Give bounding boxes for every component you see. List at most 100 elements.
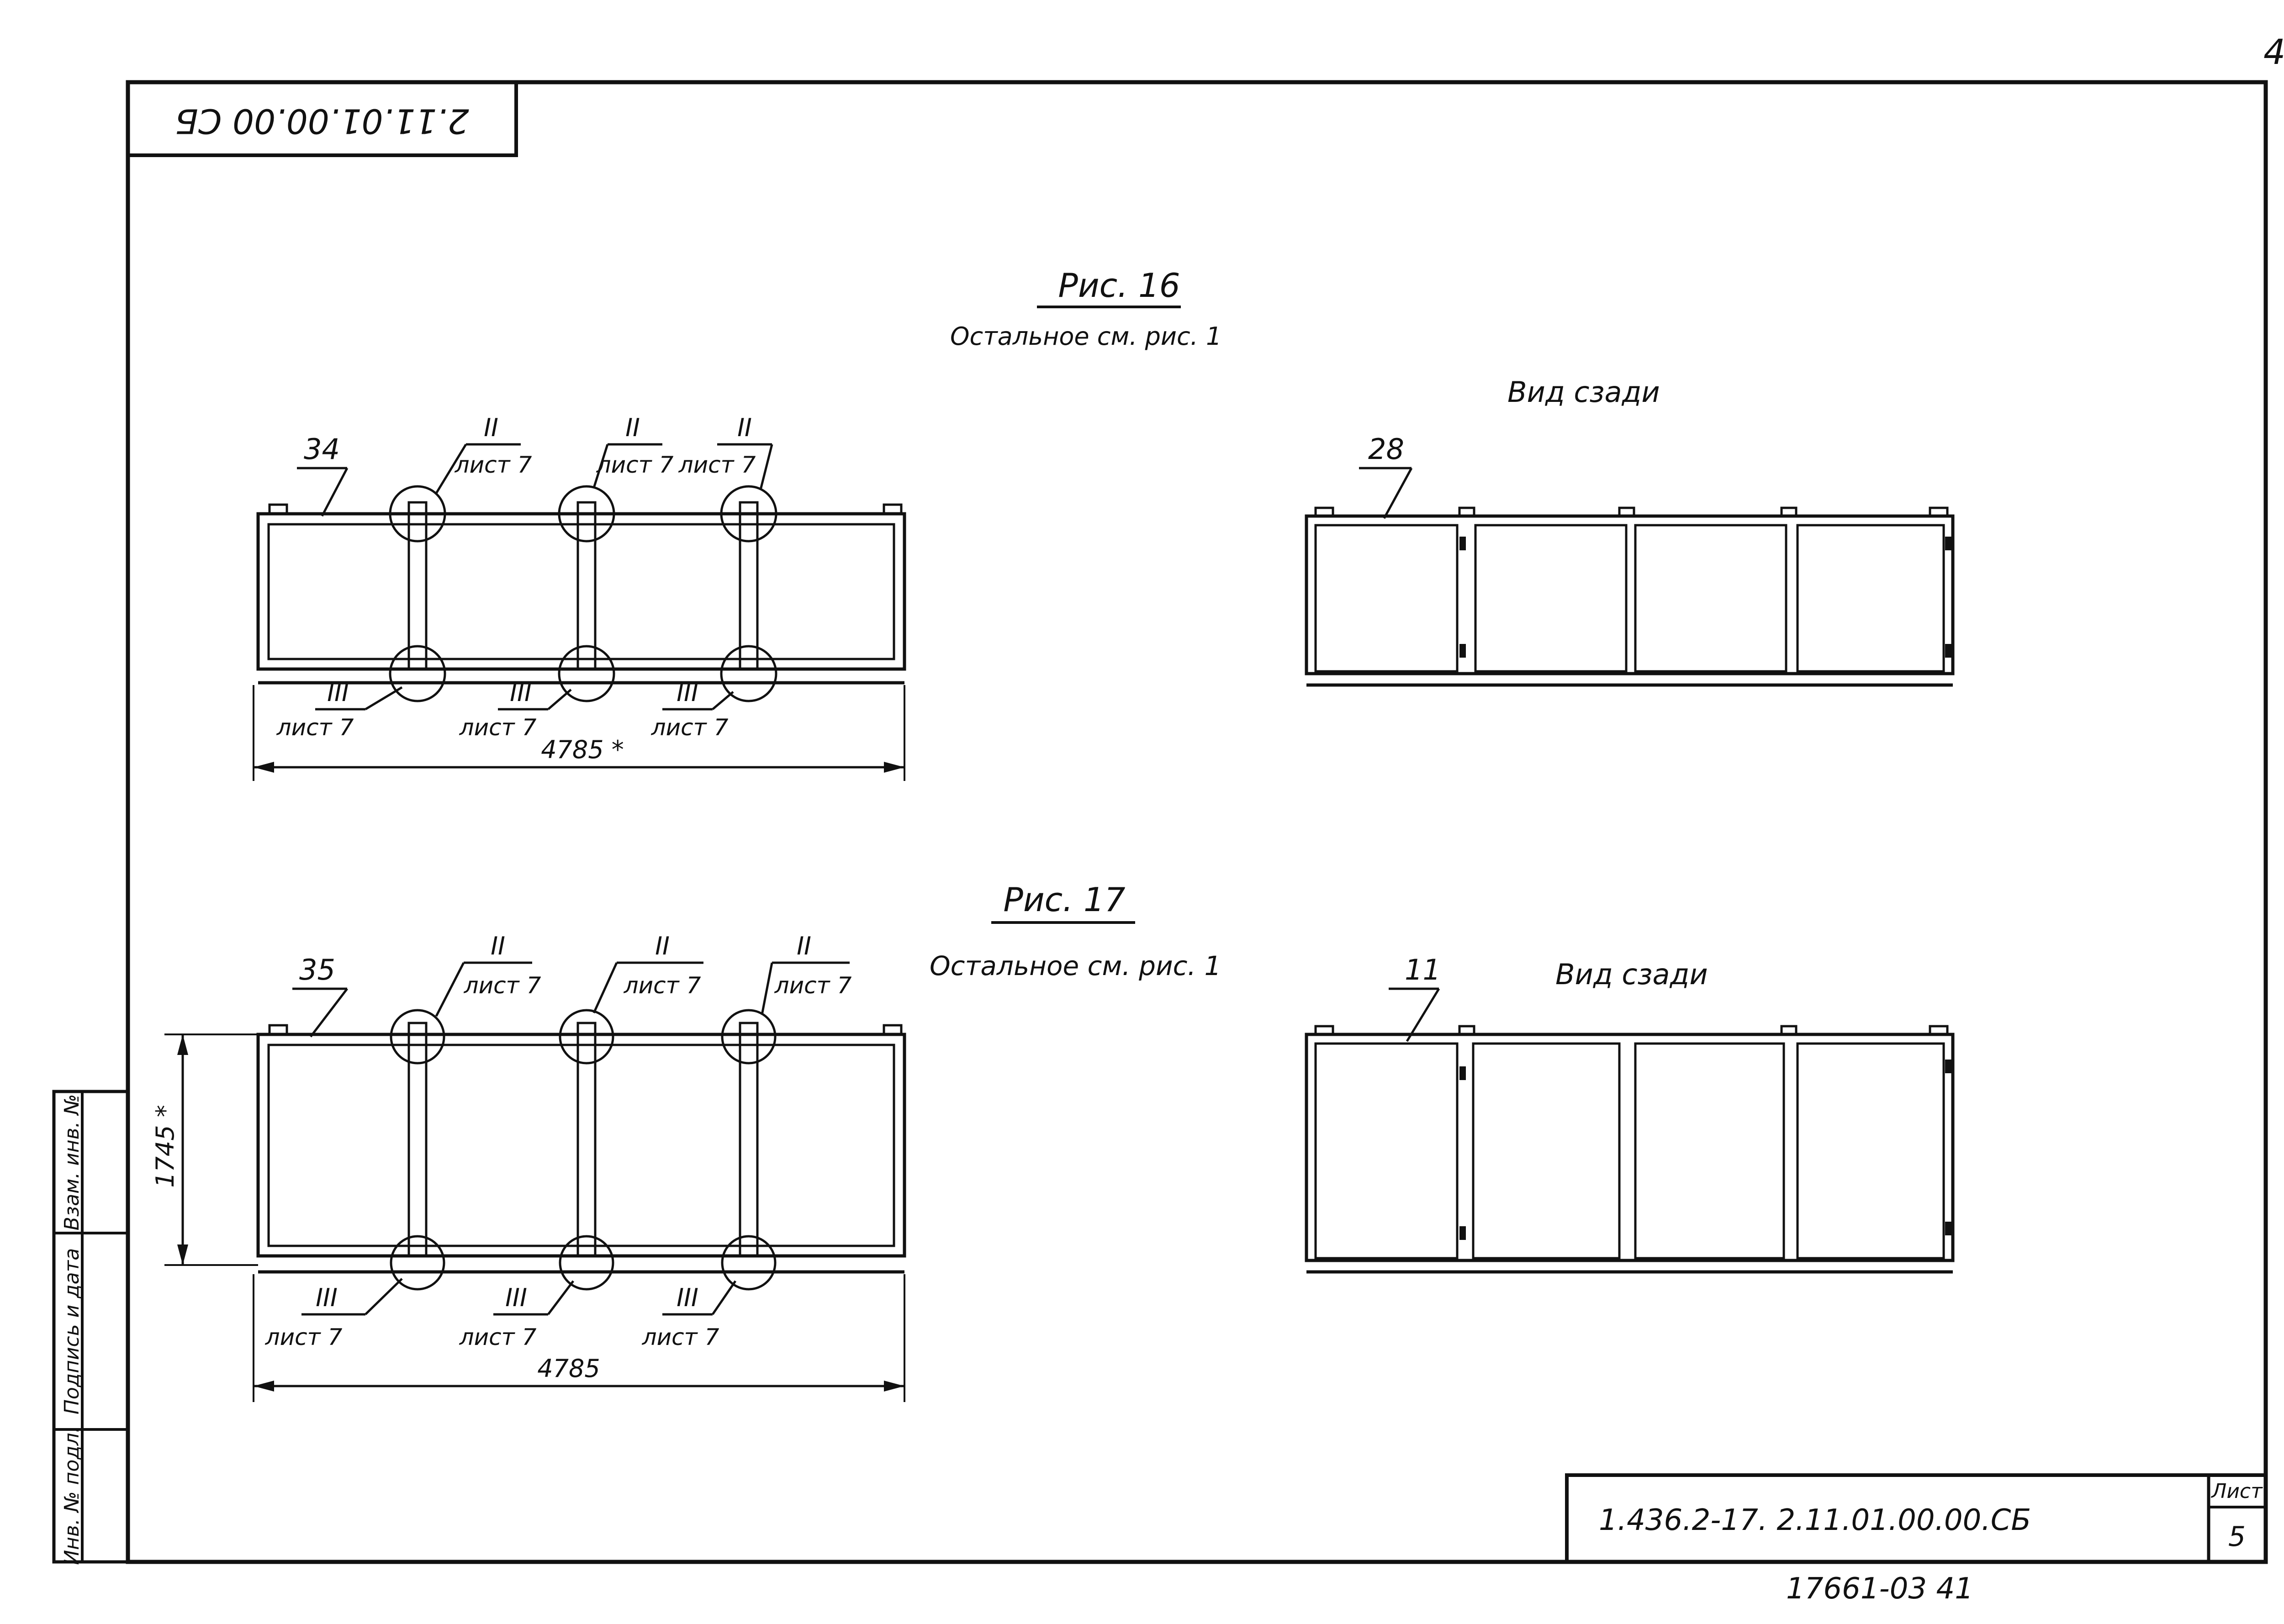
callout-sheet: лист 7 <box>624 972 701 999</box>
frame-lug <box>268 503 288 515</box>
frame-post <box>739 1033 759 1257</box>
callout-number: II <box>797 932 811 960</box>
rear-lug <box>1780 506 1798 517</box>
rear-frame-outline <box>1305 514 1955 675</box>
detail-circle-top <box>720 485 777 543</box>
arrowhead <box>884 762 904 773</box>
fig17-rear-part-number: 11 <box>1405 953 1441 986</box>
fig16-bottom-callout: III лист 7 <box>651 678 734 741</box>
rear-frame-outline <box>1305 1033 1955 1262</box>
post-cap <box>407 1022 428 1036</box>
rear-panel <box>1796 524 1945 673</box>
fig17-top-callout: II лист 7 <box>435 932 541 1017</box>
post-cap <box>739 1022 759 1036</box>
callout-leader <box>711 1280 737 1315</box>
callout-leader <box>592 962 618 1014</box>
callout-number: II <box>625 413 640 442</box>
fig17-bottom-callout: III лист 7 <box>265 1278 403 1350</box>
document-designation: 1.436.2-17. 2.11.01.00.00.СБ <box>1599 1503 2031 1537</box>
callout-number: III <box>316 1283 338 1312</box>
side-stamp-box <box>52 1090 130 1564</box>
rear-lug <box>1458 506 1475 517</box>
fig16-bottom-callout: III лист 7 <box>276 678 403 741</box>
fig17-width-dimension: 4785 <box>253 1274 905 1402</box>
fig17-part-number: 35 <box>299 953 335 986</box>
frame-post <box>407 1033 428 1257</box>
fig16-title: Рис. 16 <box>1058 266 1180 305</box>
fig16-note: Остальное см. рис. 1 <box>950 322 1221 351</box>
detail-circle-bottom <box>558 645 615 702</box>
rear-panel <box>1472 1042 1621 1260</box>
hinge-mark <box>1945 1222 1951 1235</box>
fig17-top-callout: II лист 7 <box>592 932 703 1014</box>
callout-number: II <box>484 413 498 442</box>
fig17-width-value: 4785 <box>537 1354 600 1383</box>
arrowhead <box>254 762 274 773</box>
fig17-bottom-callout: III лист 7 <box>459 1280 574 1350</box>
detail-circle-bottom <box>721 1235 777 1291</box>
callout-sheet: лист 7 <box>774 972 852 999</box>
rear-lug <box>1458 1025 1475 1036</box>
fig17-part-leader: 35 <box>292 953 348 1038</box>
fig16-rear-part-number: 28 <box>1368 432 1404 466</box>
fig16-top-callout: II лист 7 <box>435 413 532 494</box>
frame-lug <box>883 1024 903 1036</box>
hinge-mark <box>1459 644 1466 658</box>
post-cap <box>576 1022 597 1036</box>
figure-17: Рис. 17 Остальное см. рис. 1 Вид сзади <box>151 881 1955 1402</box>
fig16-part-leader: 34 <box>297 432 349 517</box>
fig16-top-callout: II лист 7 <box>592 413 674 488</box>
callout-sheet: лист 7 <box>455 452 532 478</box>
arrowhead <box>884 1381 904 1392</box>
frame-inner-outline <box>267 523 895 660</box>
callout-number: III <box>510 678 532 707</box>
fig16-width-dimension: 4785 * <box>253 685 905 781</box>
callout-sheet: лист 7 <box>651 714 729 741</box>
hinge-mark <box>1945 1060 1951 1073</box>
callout-sheet: лист 7 <box>459 714 537 741</box>
fig17-title: Рис. 17 <box>1003 881 1125 919</box>
rear-lug <box>1929 1025 1949 1036</box>
leader-line <box>1383 467 1413 519</box>
rear-lug <box>1314 1025 1334 1036</box>
fig16-width-value: 4785 * <box>541 735 624 764</box>
post-cap <box>576 501 597 515</box>
sheet-label: Лист <box>2210 1480 2263 1503</box>
leader-line <box>1406 988 1440 1042</box>
callout-leader <box>592 444 609 488</box>
fig17-top-callout: II лист 7 <box>761 932 852 1015</box>
callout-leader <box>435 962 465 1017</box>
leader-line <box>310 988 348 1038</box>
page-number: 40 <box>2263 32 2284 72</box>
callout-sheet: лист 7 <box>276 714 354 741</box>
fig17-view-label: Вид сзади <box>1555 958 1708 991</box>
fig17-front-frame <box>256 1009 906 1291</box>
fig17-height-dimension: 1745 * <box>151 1033 258 1266</box>
stamp-replacement-inv: Взам. инв. № <box>60 1094 84 1231</box>
detail-circle-top <box>390 1009 445 1065</box>
detail-circle-top <box>721 1009 777 1065</box>
callout-number: III <box>505 1283 527 1312</box>
rear-lug <box>1929 506 1949 517</box>
top-code-block: 2.11.01.00.00 СБ <box>126 80 518 157</box>
callout-sheet: лист 7 <box>642 1324 719 1350</box>
frame-post <box>576 1033 597 1257</box>
rear-lug <box>1314 506 1334 517</box>
callout-leader <box>435 443 467 494</box>
stamp-signature-date: Подпись и дата <box>60 1248 84 1414</box>
fig17-rear-frame <box>1305 1025 1955 1274</box>
callout-leader <box>547 689 572 710</box>
fig16-top-callout: II лист 7 <box>678 413 773 490</box>
callout-leader <box>547 1280 574 1315</box>
callout-leader <box>365 1278 403 1315</box>
callout-number: II <box>491 932 505 960</box>
callout-number: II <box>655 932 670 960</box>
sheet-number: 5 <box>2228 1521 2246 1553</box>
callout-leader <box>759 444 773 490</box>
hinge-mark <box>1459 1066 1466 1080</box>
hinge-mark <box>1459 537 1466 550</box>
rear-lug <box>1780 1025 1798 1036</box>
detail-circle-top <box>559 1009 614 1065</box>
top-code-box <box>126 80 518 157</box>
